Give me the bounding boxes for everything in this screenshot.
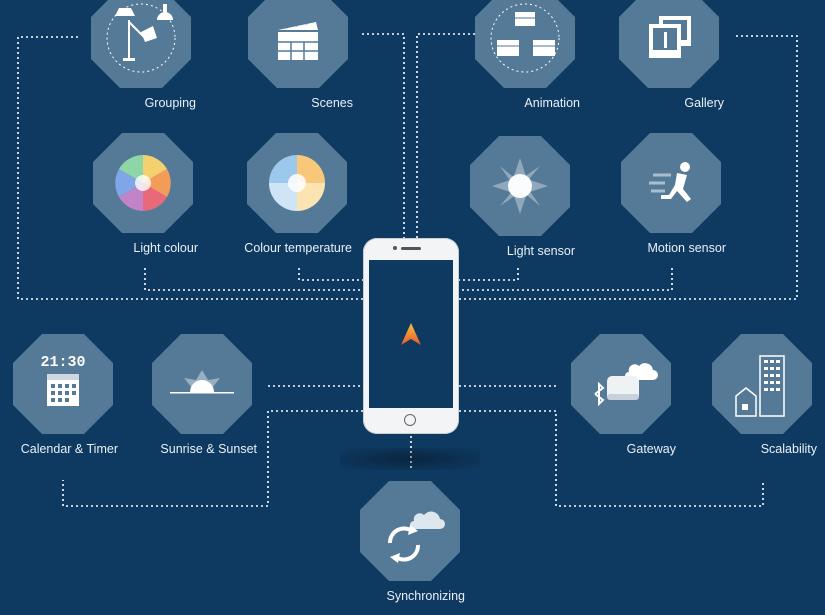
feature-sunrise-sunset[interactable]: Sunrise & Sunset (147, 334, 257, 458)
feature-animation[interactable]: Animation (470, 0, 580, 112)
feature-light-sensor[interactable]: Light sensor (465, 136, 575, 260)
calendar-clock-icon: 21:30 (40, 354, 86, 406)
feature-light-colour[interactable]: Light colour (88, 133, 198, 257)
motion-sensor-octagon (621, 133, 721, 233)
colour-temperature-octagon (247, 133, 347, 233)
light-burst-icon (492, 158, 548, 214)
sync-cloud-icon (388, 511, 445, 563)
sunrise-sunset-octagon (152, 334, 252, 434)
motion-sensor-label: Motion sensor (647, 241, 726, 255)
buildings-icon (735, 355, 785, 417)
running-figure-icon (649, 162, 691, 202)
light-colour-octagon (93, 133, 193, 233)
photo-gallery-icon (649, 16, 691, 58)
feature-synchronizing[interactable]: Synchronizing (355, 481, 465, 605)
lamp-icon (106, 3, 176, 73)
phone-screen[interactable] (369, 260, 453, 408)
feature-gateway[interactable]: Gateway (566, 334, 676, 458)
multi-clapperboard-icon (490, 3, 560, 73)
scenes-octagon (248, 0, 348, 88)
light-colour-label: Light colour (133, 241, 198, 255)
front-camera (393, 246, 397, 250)
light-sensor-label: Light sensor (506, 244, 575, 258)
animation-label: Animation (524, 96, 580, 110)
feature-scenes[interactable]: Scenes (243, 0, 353, 112)
sunrise-icon (170, 370, 234, 394)
feature-motion-sensor[interactable]: Motion sensor (616, 133, 726, 257)
feature-gallery[interactable]: Gallery (614, 0, 724, 112)
calendar-timer-octagon: 21:30 (13, 334, 113, 434)
feature-calendar-timer[interactable]: 21:30 Calendar & Timer (8, 334, 118, 458)
smartphone (363, 238, 459, 434)
scalability-octagon (712, 334, 812, 434)
earpiece-speaker (401, 247, 421, 250)
gateway-label: Gateway (626, 442, 676, 456)
temperature-wheel-icon (269, 155, 325, 211)
gateway-device-icon (594, 363, 658, 407)
synchronizing-label: Synchronizing (386, 589, 465, 603)
gallery-octagon (619, 0, 719, 88)
app-logo-icon (401, 323, 421, 345)
scalability-label: Scalability (760, 442, 817, 456)
calendar-timer-label: Calendar & Timer (20, 442, 118, 456)
home-button[interactable] (404, 414, 416, 426)
gallery-label: Gallery (684, 96, 724, 110)
colour-wheel-icon (115, 155, 171, 211)
phone-shadow (340, 448, 480, 470)
scenes-label: Scenes (311, 96, 353, 110)
grouping-octagon (91, 0, 191, 88)
sunrise-sunset-label: Sunrise & Sunset (160, 442, 257, 456)
feature-scalability[interactable]: Scalability (707, 334, 817, 458)
synchronizing-octagon (360, 481, 460, 581)
clock-time-text: 21:30 (40, 354, 85, 371)
feature-colour-temperature[interactable]: Colour temperature (242, 133, 352, 257)
grouping-label: Grouping (144, 96, 196, 110)
light-sensor-octagon (470, 136, 570, 236)
colour-temperature-label: Colour temperature (244, 241, 352, 255)
animation-octagon (475, 0, 575, 88)
gateway-octagon (571, 334, 671, 434)
clapperboard-icon (278, 20, 318, 60)
feature-grouping[interactable]: Grouping (86, 0, 196, 112)
